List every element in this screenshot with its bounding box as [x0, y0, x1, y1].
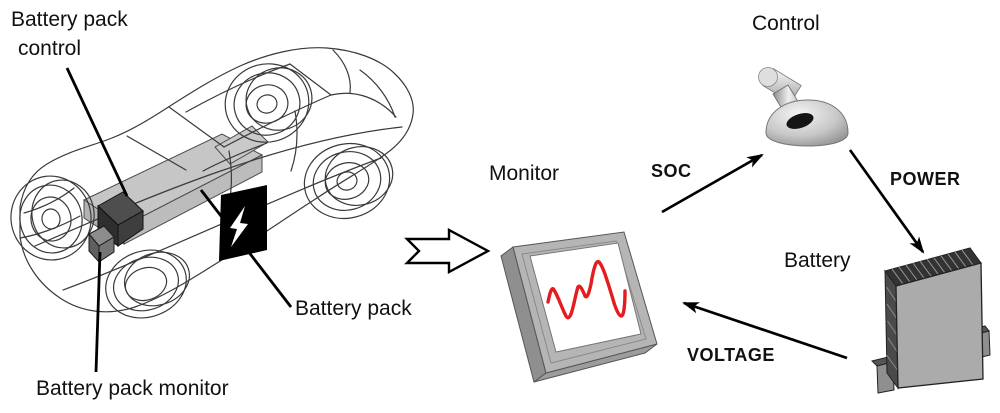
battery-pack-monitor-leader-line: [94, 251, 102, 373]
battery-pack-control-label-line2: control: [18, 37, 82, 60]
soc-arrow: [661, 153, 764, 214]
control-joystick-icon: [758, 67, 849, 147]
voltage-edge-label: VOLTAGE: [687, 345, 775, 365]
wheel-rear-right: [312, 146, 394, 211]
battery-stack-icon: [871, 247, 991, 394]
battery-panel: [219, 185, 267, 261]
power-arrow: [848, 149, 925, 254]
wheel-front-right: [113, 251, 190, 312]
battery-node-label: Battery: [784, 249, 851, 272]
battery-pack-label: Battery pack: [295, 297, 412, 320]
battery-pack-control-label-line1: Battery pack: [11, 8, 128, 31]
battery-pack-monitor-label: Battery pack monitor: [36, 377, 229, 400]
monitor-device-icon: [500, 231, 658, 383]
battery-pack-monitor-box: [88, 225, 115, 264]
battery-pack-control-leader-line: [65, 67, 129, 197]
monitor-node-label: Monitor: [489, 162, 560, 185]
wheel-front-left: [19, 179, 95, 254]
soc-edge-label: SOC: [651, 161, 692, 181]
voltage-arrow: [681, 301, 848, 360]
wireframe-car: [10, 47, 414, 319]
voltage-waveform: [546, 259, 627, 320]
control-node-label: Control: [752, 12, 820, 35]
transform-arrow-icon: [404, 227, 491, 275]
lightning-bolt-icon: [230, 206, 248, 247]
wheel-rear-left: [233, 67, 313, 136]
power-edge-label: POWER: [890, 169, 961, 189]
